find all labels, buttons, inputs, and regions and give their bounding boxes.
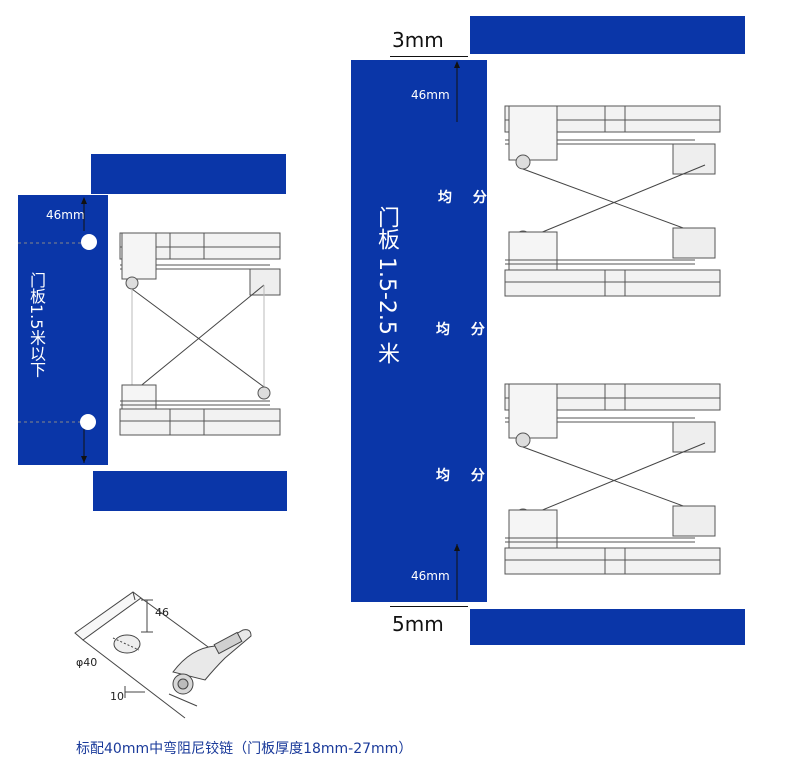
hinge-dim-46: 46 [155, 606, 169, 619]
right-lift-mechanism-upper [504, 105, 721, 297]
divide-label-2: 均 分 [436, 322, 493, 338]
divide-label-3: 均 分 [436, 468, 493, 484]
right-lift-mechanism-lower [504, 383, 721, 575]
right-offset-top-label: 46mm [411, 88, 450, 102]
top-gap-label: 3mm [392, 28, 444, 52]
right-bottom-bar [470, 609, 745, 645]
right-top-bar [470, 16, 745, 54]
hinge-dim-10: 10 [110, 690, 124, 703]
right-door-panel [351, 60, 487, 602]
top-gap-line [390, 56, 468, 57]
divide-label-1: 均 分 [438, 190, 495, 206]
right-door-label: 门板 1.5-2.5 米 [374, 206, 399, 364]
right-offset-bottom-label: 46mm [411, 569, 450, 583]
bottom-gap-label: 5mm [392, 612, 444, 636]
left-offset-label: 46mm [46, 208, 85, 222]
bottom-gap-line [390, 606, 468, 607]
left-top-bar [91, 154, 286, 194]
left-lift-mechanism-diagram [119, 232, 281, 436]
left-bottom-bar [93, 471, 287, 511]
hinge-dim-40: φ40 [76, 656, 98, 669]
left-door-label: 门板1.5米以下 [27, 272, 46, 378]
right-offset-arrows [454, 61, 460, 600]
left-door-markings [18, 197, 97, 463]
hinge-caption: 标配40mm中弯阻尼铰链（门板厚度18mm-27mm） [76, 741, 413, 757]
hinge-diagram [74, 591, 252, 719]
